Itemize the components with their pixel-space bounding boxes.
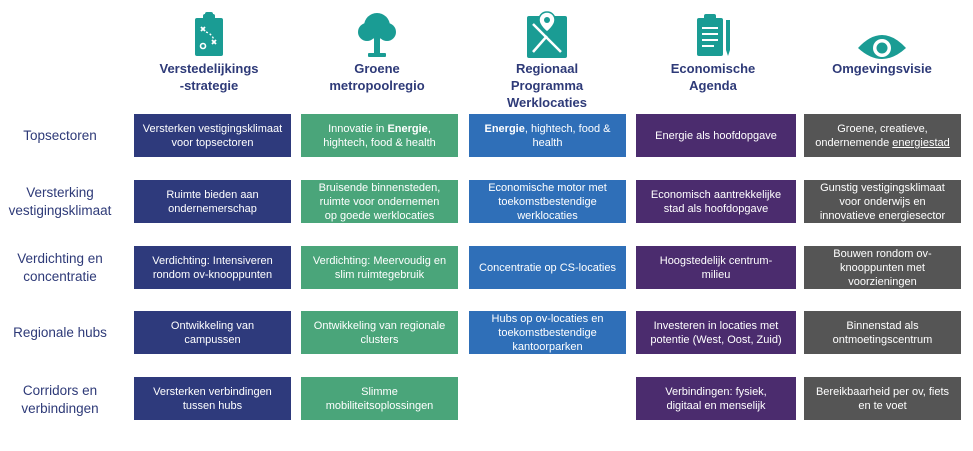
cell-text: Groene, creatieve, ondernemende (815, 122, 928, 149)
eye-icon (858, 35, 906, 59)
cell-verdichting-omgevingsvisie: Bouwen rondom ov- knooppunten met voorzi… (804, 246, 961, 289)
column-header-economische-agenda: Economische Agenda (634, 10, 792, 94)
column-header-verstedelijkingsstrategie: Verstedelijkings -strategie (130, 10, 288, 94)
row-label-corridors-en-verbindingen: Corridors en verbindingen (21, 383, 99, 416)
cell-vestigingsklimaat-economische-agenda: Economisch aantrekkelijke stad als hoofd… (636, 180, 796, 223)
cell-text-bold: Energie (484, 122, 525, 135)
column-header-omgevingsvisie: Omgevingsvisie (803, 10, 961, 77)
cell-verdichting-economische-agenda: Hoogstedelijk centrum- milieu (636, 246, 796, 289)
tree-icon (358, 13, 396, 57)
cell-hubs-regionaal-programma: Hubs op ov-locaties en toekomstbestendig… (469, 311, 626, 354)
cell-corridors-economische-agenda: Verbindingen: fysiek, digitaal en mensel… (636, 377, 796, 420)
row-label-verdichting-en-concentratie: Verdichting en concentratie (17, 251, 103, 284)
column-title: Regionaal Programma Werklocaties (507, 61, 587, 110)
column-title: Omgevingsvisie (832, 61, 932, 76)
cell-corridors-groene-metropoolregio: Slimme mobiliteitsoplossingen (301, 377, 458, 420)
map-pin-icon (527, 11, 567, 58)
cell-corridors-omgevingsvisie: Bereikbaarheid per ov, fiets en te voet (804, 377, 961, 420)
column-title: Economische Agenda (670, 61, 756, 93)
cell-corridors-verstedelijkingsstrategie: Versterken verbindingen tussen hubs (134, 377, 291, 420)
cell-text: , hightech, food & health (323, 122, 436, 149)
cell-topsectoren-groene-metropoolregio: Innovatie in Energie, hightech, food & h… (301, 114, 458, 157)
cell-hubs-omgevingsvisie: Binnenstad als ontmoetingscentrum (804, 311, 961, 354)
notepad-pen-icon (697, 14, 730, 56)
cell-hubs-groene-metropoolregio: Ontwikkeling van regionale clusters (301, 311, 458, 354)
column-header-groene-metropoolregio: Groene metropoolregio (298, 10, 456, 94)
cell-vestigingsklimaat-omgevingsvisie: Gunstig vestigingsklimaat voor onderwijs… (804, 180, 961, 223)
cell-text: Innovatie in (328, 122, 388, 135)
cell-topsectoren-regionaal-programma: Energie, hightech, food & health (469, 114, 626, 157)
column-title: Groene metropoolregio (329, 61, 425, 93)
row-label-regionale-hubs: Regionale hubs (13, 325, 107, 340)
cell-verdichting-regionaal-programma: Concentratie op CS-locaties (469, 246, 626, 289)
clipboard-strategy-icon (195, 12, 223, 56)
cell-text-underlined: energiestad (892, 136, 950, 149)
column-title: Verstedelijkings -strategie (159, 61, 259, 93)
column-header-regionaal-programma-werklocaties: Regionaal Programma Werklocaties (468, 10, 626, 111)
cell-vestigingsklimaat-regionaal-programma: Economische motor met toekomstbestendige… (469, 180, 626, 223)
cell-verdichting-verstedelijkingsstrategie: Verdichting: Intensiveren rondom ov-knoo… (134, 246, 291, 289)
cell-topsectoren-verstedelijkingsstrategie: Versterken vestigingsklimaat voor topsec… (134, 114, 291, 157)
cell-topsectoren-economische-agenda: Energie als hoofdopgave (636, 114, 796, 157)
cell-vestigingsklimaat-verstedelijkingsstrategie: Ruimte bieden aan ondernemerschap (134, 180, 291, 223)
row-label-topsectoren: Topsectoren (23, 128, 97, 143)
cell-hubs-verstedelijkingsstrategie: Ontwikkeling van campussen (134, 311, 291, 354)
cell-hubs-economische-agenda: Investeren in locaties met potentie (Wes… (636, 311, 796, 354)
cell-verdichting-groene-metropoolregio: Verdichting: Meervoudig en slim ruimtege… (301, 246, 458, 289)
cell-vestigingsklimaat-groene-metropoolregio: Bruisende binnensteden, ruimte voor onde… (301, 180, 458, 223)
cell-topsectoren-omgevingsvisie: Groene, creatieve, ondernemende energies… (804, 114, 961, 157)
row-label-versterking-vestigingsklimaat: Versterking vestigingsklimaat (8, 185, 112, 218)
cell-text: , hightech, food & health (524, 122, 611, 149)
cell-text-bold: Energie (387, 122, 428, 135)
